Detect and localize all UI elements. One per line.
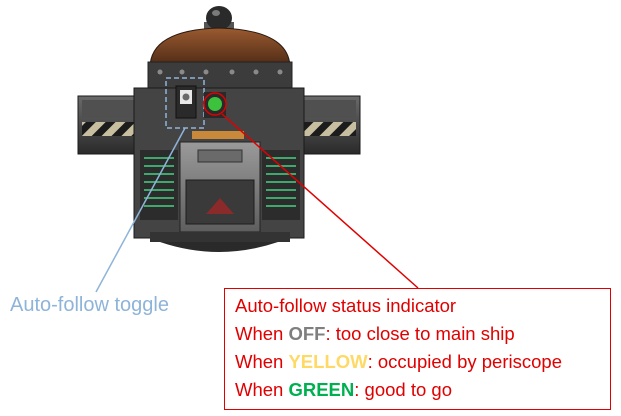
indicator-title: Auto-follow status indicator <box>235 295 457 316</box>
toggle-callout-line <box>95 127 186 293</box>
state-off-keyword: OFF <box>288 323 326 344</box>
up-arrow-icon <box>206 198 234 214</box>
auto-follow-toggle[interactable] <box>165 77 205 129</box>
hull-dome <box>147 27 293 89</box>
state-yellow-keyword: YELLOW <box>288 351 368 372</box>
state-prefix: When <box>235 351 289 372</box>
indicator-callout-line <box>221 113 419 289</box>
state-green-line: When GREEN: good to go <box>235 376 610 404</box>
auto-follow-toggle-label: Auto-follow toggle <box>10 294 169 316</box>
state-green-keyword: GREEN <box>288 379 355 400</box>
state-prefix: When <box>235 323 289 344</box>
top-sensor <box>204 6 234 32</box>
state-yellow-line: When YELLOW: occupied by periscope <box>235 348 610 376</box>
state-off-line: When OFF: too close to main ship <box>235 320 610 348</box>
status-light-icon <box>208 97 222 111</box>
state-off-description: : too close to main ship <box>325 323 515 344</box>
state-green-description: : good to go <box>354 379 452 400</box>
auto-follow-status-indicator <box>203 92 227 118</box>
state-prefix: When <box>235 379 289 400</box>
state-yellow-description: : occupied by periscope <box>367 351 562 372</box>
status-indicator-callout: Auto-follow status indicator When OFF: t… <box>224 288 611 410</box>
toggle-switch-icon[interactable] <box>182 93 190 101</box>
